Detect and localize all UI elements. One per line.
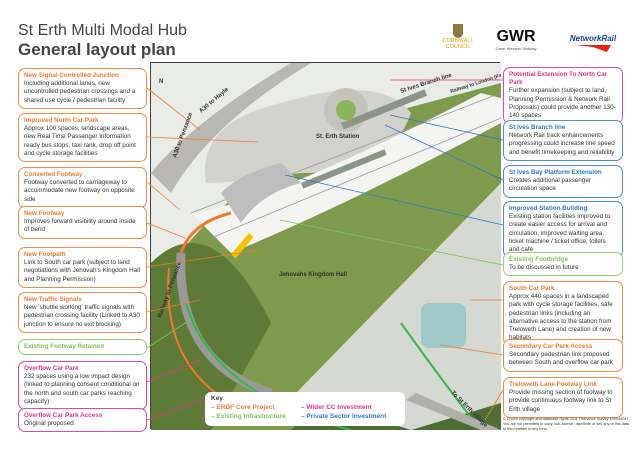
network-rail-arrow-icon bbox=[575, 45, 611, 52]
network-rail-logo: NetworkRail bbox=[562, 34, 624, 55]
new-footpath-mark bbox=[231, 233, 254, 259]
page-title: St Erth Multi Modal Hub bbox=[18, 22, 187, 39]
map-label-kingdom-hall: Jehovahs Kingdom Hall bbox=[279, 272, 347, 278]
copyright-notice: © Crown copyright and database rights 20… bbox=[503, 417, 630, 431]
map-label-station: St. Erth Station bbox=[316, 134, 360, 140]
page-subtitle: General layout plan bbox=[18, 40, 176, 59]
cornwall-council-logo: CORNWALL COUNCIL bbox=[440, 24, 476, 50]
north-label: N bbox=[159, 79, 163, 85]
site-map: N A30 to Hayle A30 to Penzance St Ives B… bbox=[150, 62, 525, 431]
pond bbox=[421, 303, 466, 348]
new-footway-line bbox=[179, 211, 232, 254]
crest-icon bbox=[453, 24, 463, 38]
key-title: Key bbox=[211, 395, 223, 402]
key-erdf: – ERDF Core Project bbox=[211, 404, 275, 411]
key-wider-cc: – Wider CC Investment bbox=[301, 404, 372, 411]
key-existing: – Existing Infrastructure bbox=[211, 413, 286, 420]
callout-existing-footway: Existing Footway Retained bbox=[18, 339, 147, 356]
gwr-logo: GWR Great Western Railway bbox=[495, 28, 537, 51]
map-key: Key – ERDF Core Project – Existing Infra… bbox=[205, 392, 405, 426]
key-private: – Private Sector Investment bbox=[301, 413, 387, 420]
